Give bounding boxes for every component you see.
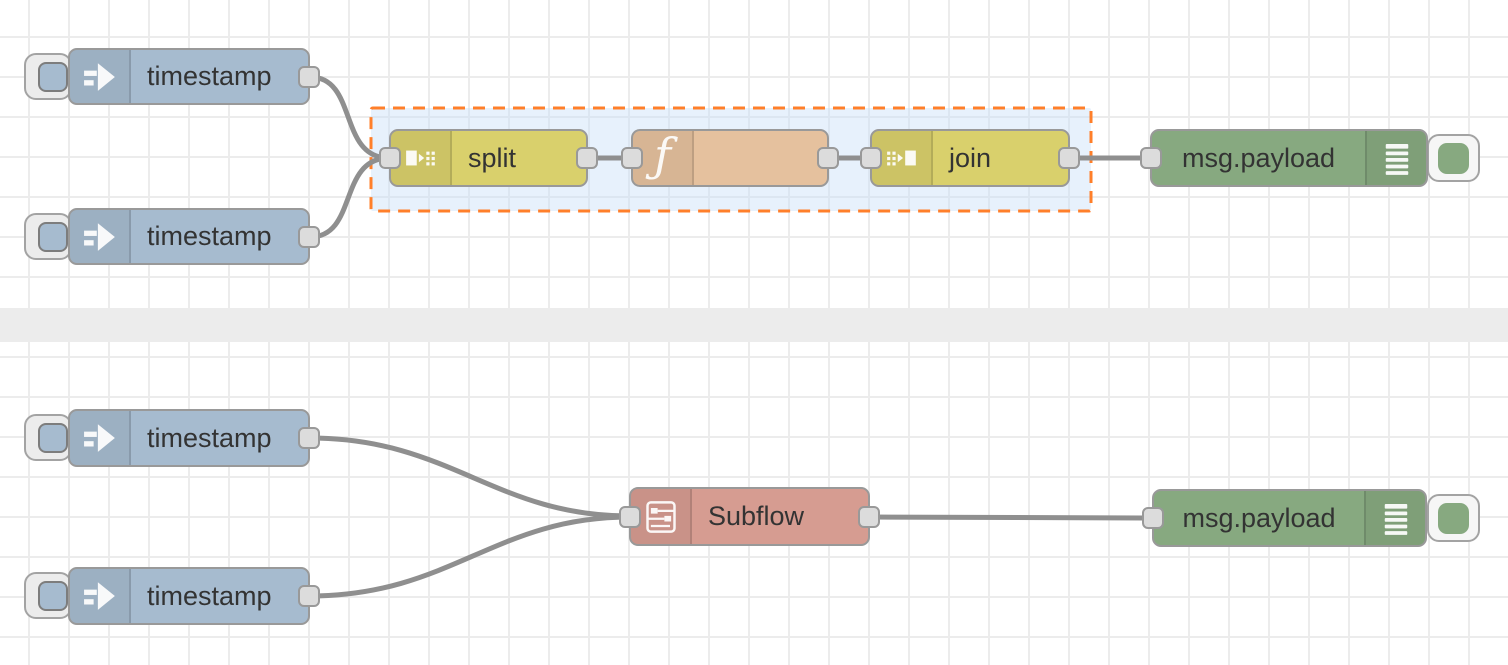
debug-lines-icon (1385, 143, 1408, 175)
inject-button[interactable] (24, 53, 72, 100)
input-port[interactable] (379, 147, 401, 169)
inject-icon-region (70, 411, 131, 465)
debug-lines-icon (1384, 503, 1407, 535)
wire-inject4-subflow[interactable] (307, 514, 632, 599)
debug-node-1[interactable]: msg.payload (1140, 129, 1428, 187)
inject-button-square (38, 61, 68, 92)
inject-arrow-icon (83, 62, 115, 91)
subflow-node[interactable]: Subflow (619, 487, 880, 546)
split-icon (405, 150, 435, 166)
wire-inject2-split[interactable] (307, 155, 392, 240)
output-port[interactable] (298, 65, 320, 88)
split-node[interactable]: split (379, 129, 598, 187)
wire-subflow-debug[interactable] (867, 514, 1155, 521)
node-label: msg.payload (1181, 142, 1336, 173)
split-icon-region (391, 131, 452, 185)
join-icon-region (872, 131, 933, 185)
node-label: timestamp (147, 61, 272, 91)
inject-arrow-icon (83, 582, 115, 610)
debug-icon-region (1365, 131, 1426, 185)
inject-arrow-icon (83, 222, 115, 251)
node-label: Subflow (708, 501, 805, 531)
join-node[interactable]: join (860, 129, 1080, 187)
input-port[interactable] (1142, 507, 1164, 529)
output-port[interactable] (817, 147, 839, 169)
inject-icon-region (70, 569, 131, 623)
debug-button-square (1438, 142, 1469, 174)
inject-button[interactable] (24, 572, 72, 619)
inject-button[interactable] (24, 213, 72, 260)
node-label (694, 131, 827, 185)
input-port[interactable] (860, 147, 882, 169)
node-label: join (949, 142, 992, 173)
wire-inject1-split[interactable] (307, 74, 392, 161)
inject-arrow-icon (83, 424, 115, 452)
inject-button-square (38, 422, 68, 453)
output-port[interactable] (1058, 147, 1080, 169)
output-port[interactable] (858, 505, 880, 528)
inject-node-1[interactable]: timestamp (68, 48, 320, 105)
function-icon-region: ƒ (633, 131, 694, 185)
output-port[interactable] (576, 147, 598, 169)
inject-node-3[interactable]: timestamp (68, 409, 320, 467)
subflow-icon-region (631, 489, 692, 544)
inject-button-square (38, 221, 68, 252)
function-f-icon: ƒ (653, 128, 672, 182)
input-port[interactable] (1140, 147, 1162, 169)
debug-toggle-button[interactable] (1427, 134, 1480, 182)
debug-button-square (1438, 502, 1469, 534)
wire-inject3-subflow[interactable] (307, 435, 632, 519)
node-label: timestamp (147, 221, 272, 251)
input-port[interactable] (619, 505, 641, 528)
inject-node-4[interactable]: timestamp (68, 567, 320, 625)
output-port[interactable] (298, 585, 320, 607)
inject-icon-region (70, 50, 131, 103)
inject-button-square (38, 580, 68, 611)
subflow-icon (645, 500, 676, 533)
inject-icon-region (70, 210, 131, 263)
node-label: msg.payload (1182, 502, 1336, 533)
output-port[interactable] (298, 225, 320, 248)
input-port[interactable] (621, 147, 643, 169)
debug-icon-region (1364, 491, 1425, 545)
function-node[interactable]: ƒ (621, 129, 839, 187)
node-label: timestamp (147, 580, 272, 611)
flow-divider (0, 308, 1508, 342)
inject-node-2[interactable]: timestamp (68, 208, 320, 265)
output-port[interactable] (298, 427, 320, 449)
debug-toggle-button[interactable] (1427, 494, 1480, 542)
join-icon (886, 150, 916, 166)
node-label: timestamp (147, 422, 272, 453)
inject-button[interactable] (24, 414, 72, 461)
debug-node-2[interactable]: msg.payload (1142, 489, 1427, 547)
node-label: split (468, 142, 517, 173)
